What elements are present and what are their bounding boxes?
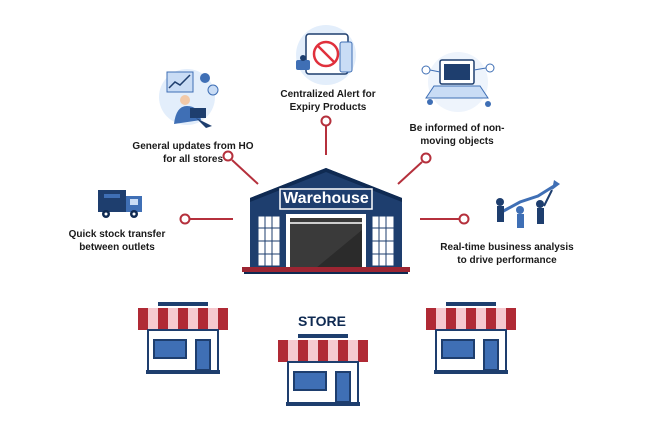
label-stock-transfer: Quick stock transfer between outlets	[62, 228, 172, 254]
label-line: Quick stock transfer	[68, 229, 166, 240]
label-line: Expiry Products	[289, 102, 367, 113]
warehouse-left-windows	[257, 215, 281, 267]
store-title: STORE	[298, 313, 346, 329]
warehouse-title: Warehouse	[283, 190, 369, 207]
label-line: for all stores	[162, 154, 224, 165]
connector-transfer	[179, 213, 233, 225]
expiry-alert-tablet-icon	[296, 25, 356, 85]
warehouse-base	[242, 267, 410, 272]
connector-alert	[320, 115, 332, 155]
team-growth-arrow-icon	[496, 180, 560, 228]
laptop-network-icon	[421, 52, 495, 112]
warehouse-right-windows	[371, 215, 395, 267]
store-right	[426, 302, 516, 374]
label-non-moving: Be informed of non- moving objects	[402, 122, 512, 148]
label-line: Real-time business analysis	[440, 242, 574, 253]
label-expiry-alert: Centralized Alert for Expiry Products	[268, 88, 388, 114]
connector-nonmoving	[397, 152, 432, 185]
label-line: moving objects	[420, 136, 494, 147]
label-line: General updates from HO	[132, 141, 254, 152]
warehouse-building	[242, 168, 410, 274]
delivery-truck-icon	[98, 190, 142, 218]
store-center	[278, 334, 368, 406]
label-line: to drive performance	[457, 255, 557, 266]
label-ho-updates: General updates from HO for all stores	[128, 140, 258, 166]
connector-analysis	[420, 213, 470, 225]
store-left	[138, 302, 228, 374]
label-line: Centralized Alert for	[280, 89, 376, 100]
label-line: between outlets	[79, 242, 155, 253]
label-business-analysis: Real-time business analysis to drive per…	[432, 241, 582, 267]
stock-chart-person-icon	[159, 69, 219, 128]
warehouse-signboard	[279, 188, 373, 210]
connector-lines	[179, 115, 470, 225]
connector-ho	[222, 150, 259, 185]
label-line: Be informed of non-	[409, 123, 505, 134]
